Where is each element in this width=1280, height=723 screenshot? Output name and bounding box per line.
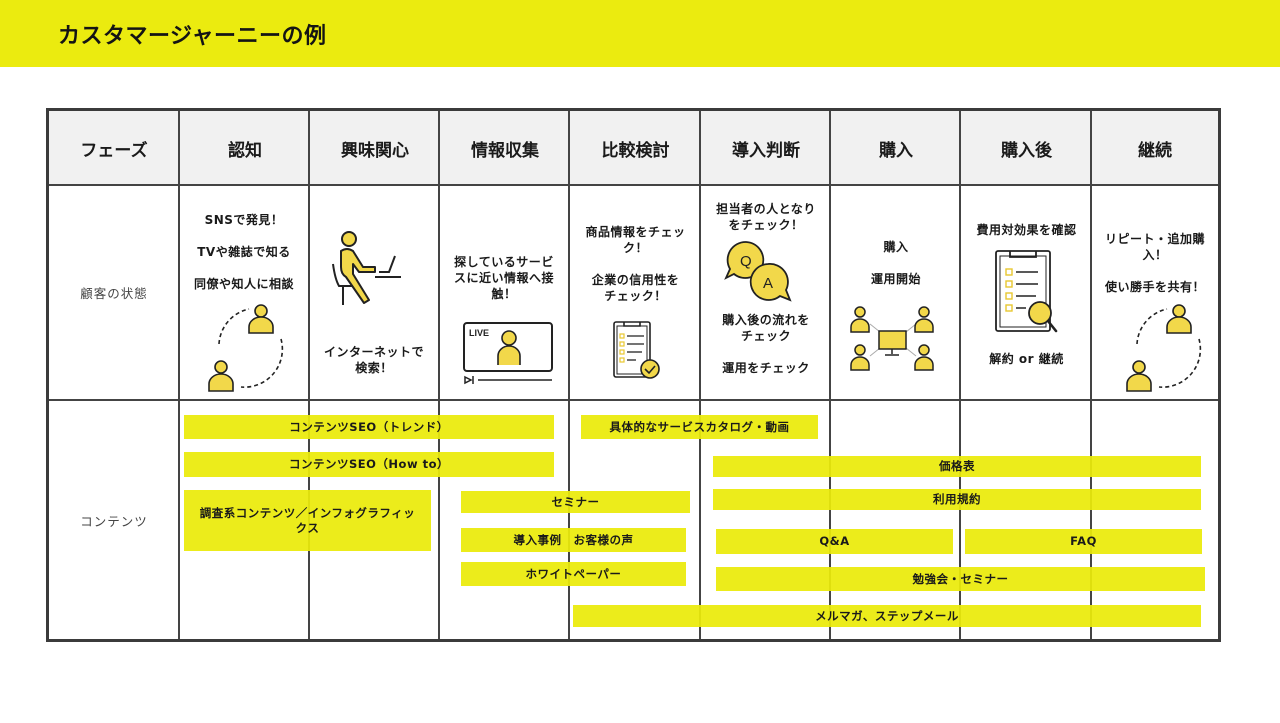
header-phase-post-purchase: 購入後 — [1001, 140, 1052, 161]
row-divider — [49, 399, 1218, 401]
state-comparison-line-1: 商品情報をチェッ — [585, 225, 686, 239]
content-bar-case-studies: 導入事例 お客様の声 — [461, 528, 686, 552]
header-phase-retention: 継続 — [1138, 140, 1172, 161]
header-phase-comparison: 比較検討 — [601, 140, 670, 161]
state-decision-line-5: 運用をチェック — [722, 361, 810, 375]
header-phase-awareness: 認知 — [228, 140, 262, 161]
title-bar: カスタマージャーニーの例 — [0, 0, 1280, 67]
row-label-customer-state: 顧客の状態 — [80, 286, 148, 301]
content-bar-seo-howto: コンテンツSEO（How to） — [184, 452, 554, 477]
state-purchase-line-1: 購入 — [883, 240, 909, 254]
column-divider — [568, 111, 570, 639]
header-divider — [49, 184, 1218, 186]
column-divider — [178, 111, 180, 639]
state-decision-line-1: 担当者の人となり — [716, 202, 816, 216]
page-title: カスタマージャーニーの例 — [58, 24, 327, 49]
state-interest-line-2: 検索！ — [355, 361, 393, 375]
state-decision-line-4: チェック — [740, 329, 791, 343]
content-bar-study-session-seminar: 勉強会・セミナー — [716, 567, 1205, 591]
state-post-purchase-line-1: 費用対効果を確認 — [976, 223, 1077, 237]
state-interest-line-1: インターネットで — [323, 345, 424, 359]
header-phase-decision: 導入判断 — [732, 140, 800, 161]
state-decision-line-2: をチェック！ — [728, 218, 804, 232]
customer-journey-table: フェーズ 認知 興味関心 情報収集 比較検討 導入判断 購入 購入後 継続 顧客… — [46, 108, 1221, 642]
content-bar-newsletter-step-mail: メルマガ、ステップメール — [573, 605, 1201, 627]
svg-text:Q: Q — [740, 253, 752, 270]
content-bar-terms-of-use: 利用規約 — [713, 489, 1201, 510]
state-decision-line-3: 購入後の流れを — [722, 313, 810, 327]
clipboard-search-icon — [995, 250, 1058, 333]
header-phase-info-gathering: 情報収集 — [471, 140, 539, 161]
content-bar-qa: Q&A — [716, 529, 953, 554]
state-post-purchase-line-2: 解約 or 継続 — [989, 352, 1064, 366]
column-divider — [959, 111, 961, 639]
state-comparison-line-3: 企業の信用性を — [591, 273, 680, 287]
content-bar-research-infographics: 調査系コンテンツ／インフォグラフィックス — [184, 490, 431, 551]
column-divider — [438, 111, 440, 639]
content-bar-service-catalog-video: 具体的なサービスカタログ・動画 — [581, 415, 818, 439]
content-bar-seminar: セミナー — [461, 491, 690, 513]
state-awareness-line-2: TVや雑誌で知る — [197, 245, 291, 259]
svg-text:A: A — [763, 275, 773, 292]
state-awareness-line-1: SNSで発見！ — [204, 213, 284, 227]
live-video-icon: LIVE — [463, 322, 553, 385]
state-comparison-line-4: チェック！ — [604, 289, 667, 303]
state-info-line-2: スに近い情報へ接 — [453, 271, 554, 285]
state-awareness-line-3: 同僚や知人に相談 — [193, 277, 294, 291]
content-bar-faq: FAQ — [965, 529, 1202, 554]
column-divider — [829, 111, 831, 639]
person-at-laptop-icon — [332, 231, 401, 305]
clipboard-check-icon — [613, 321, 660, 379]
state-retention-line-1: リピート・追加購 — [1104, 232, 1205, 246]
column-divider — [1090, 111, 1092, 639]
header-phase-label: フェーズ — [80, 140, 148, 161]
state-retention-line-3: 使い勝手を共有！ — [1104, 280, 1205, 294]
state-purchase-line-2: 運用開始 — [870, 272, 921, 286]
state-info-line-1: 探しているサービ — [454, 255, 554, 269]
content-bar-seo-trend: コンテンツSEO（トレンド） — [184, 415, 554, 439]
people-sharing-cycle-icon — [208, 304, 284, 392]
state-comparison-line-2: ク！ — [622, 241, 648, 255]
people-sharing-cycle-icon — [1126, 304, 1202, 392]
header-phase-purchase: 購入 — [879, 140, 913, 161]
content-bar-price-list: 価格表 — [713, 456, 1201, 477]
column-divider — [308, 111, 310, 639]
header-phase-interest: 興味関心 — [341, 140, 409, 161]
team-computer-icon — [850, 306, 934, 371]
content-bar-whitepaper: ホワイトペーパー — [461, 562, 686, 586]
row-label-contents: コンテンツ — [80, 513, 148, 529]
state-retention-line-2: 入！ — [1142, 248, 1168, 262]
header-row-background — [49, 111, 1218, 185]
column-divider — [699, 111, 701, 639]
state-info-line-3: 触！ — [491, 287, 517, 301]
qa-bubbles-icon: Q A — [724, 241, 792, 302]
svg-text:LIVE: LIVE — [469, 328, 489, 338]
